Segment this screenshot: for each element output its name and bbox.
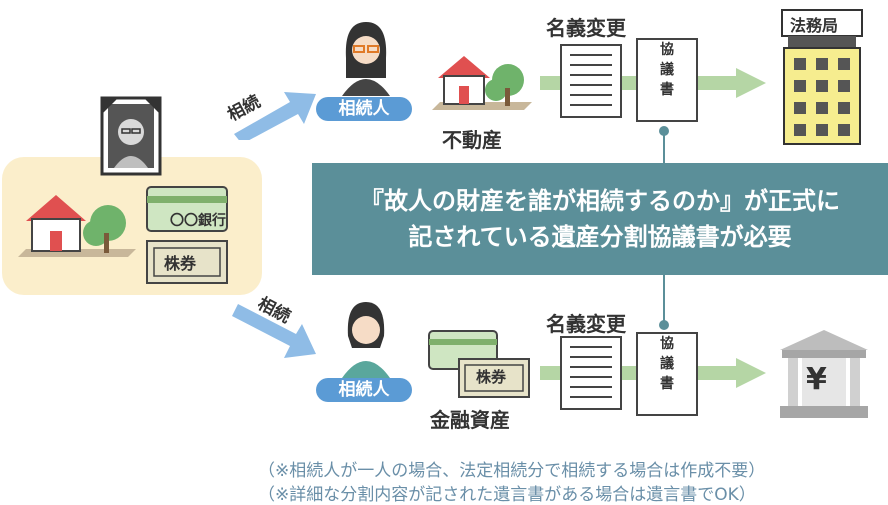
real-estate-label: 不動産 (442, 128, 502, 152)
document-top (560, 44, 622, 118)
bank-card-icon (146, 186, 228, 232)
inherit-arrow-up-icon (234, 92, 316, 140)
requirement-banner: 『故人の財産を誰が相続するのか』が正式に 記されている遺産分割協議書が必要 (312, 163, 888, 275)
connector-dot-bottom (659, 320, 669, 330)
heir-woman-icon (342, 302, 390, 378)
stock-label: 株券 (164, 254, 197, 273)
connector-bottom (663, 275, 665, 323)
deceased-portrait-icon (100, 96, 162, 176)
bank-card-label: 〇〇銀行 (170, 213, 226, 229)
heir-woman-glasses-icon (342, 22, 390, 96)
document-bottom (560, 336, 622, 410)
banner-line-2: 記されている遺産分割協議書が必要 (408, 223, 792, 251)
banner-line-1: 『故人の財産を誰が相続するのか』が正式に (360, 187, 840, 215)
real-estate-house-icon (432, 56, 532, 110)
house-icon (18, 195, 136, 257)
note-line-2: （※詳細な分割内容が記された遺言書がある場合は遺言書でOK） (258, 485, 756, 505)
name-change-label-top: 名義変更 (546, 16, 626, 40)
legal-affairs-building-icon (781, 9, 863, 145)
name-change-label-bottom: 名義変更 (546, 312, 626, 336)
connector-dot-top (659, 126, 669, 136)
agreement-doc-bottom: 協議書 (636, 332, 698, 416)
heir-badge-bottom: 相続人 (316, 378, 412, 402)
note-line-1: （※相続人が一人の場合、法定相続分で相続する場合は作成不要） (258, 461, 766, 481)
financial-assets-label: 金融資産 (430, 408, 510, 432)
inherit-arrow-down-icon (232, 304, 316, 358)
agreement-doc-top: 協議書 (636, 38, 698, 122)
financial-stock-icon (458, 358, 530, 398)
bank-building-icon (780, 330, 868, 418)
legal-affairs-label: 法務局 (790, 16, 839, 35)
heir-badge-top: 相続人 (316, 97, 412, 121)
stock-certificate-icon (146, 240, 228, 284)
financial-stock-label: 株券 (476, 368, 507, 386)
bank-yen-symbol: ¥ (806, 362, 827, 397)
connector-top (663, 132, 665, 164)
